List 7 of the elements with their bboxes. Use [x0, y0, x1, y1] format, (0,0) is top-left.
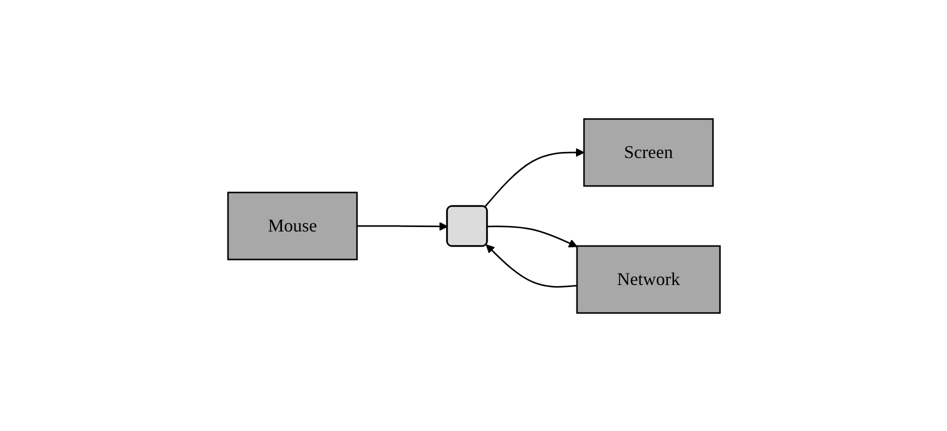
arrow	[485, 244, 577, 288]
node-box: Screen	[582, 118, 714, 186]
arrow	[356, 222, 448, 230]
arrow	[484, 148, 584, 208]
node-box: Network	[576, 244, 720, 314]
arrow	[487, 225, 577, 247]
node-box: Mouse	[226, 191, 358, 260]
